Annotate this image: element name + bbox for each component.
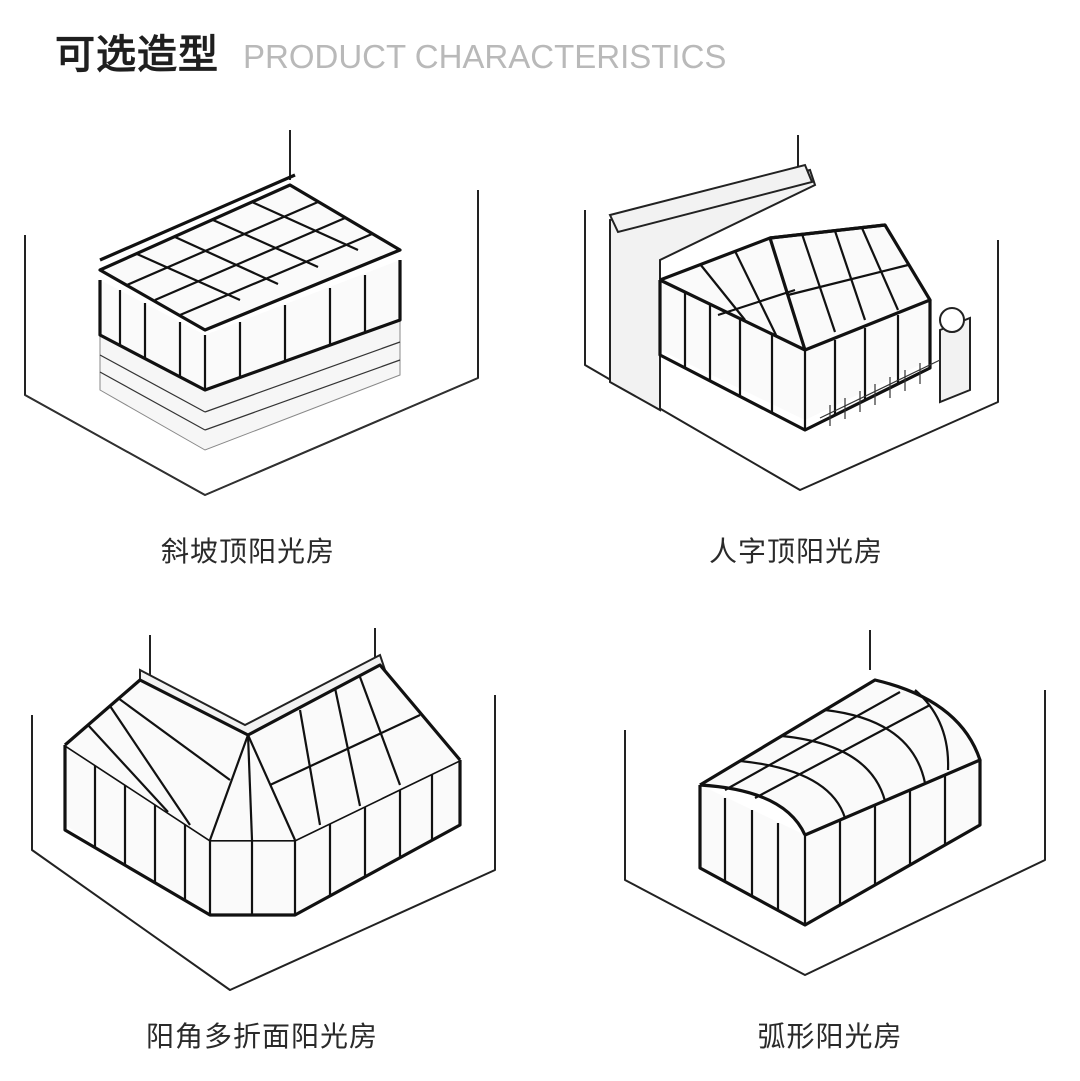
multi-fold-corner-sunroom-drawing: [31, 628, 496, 991]
product-label-curved-roof: 弧形阳光房: [757, 1020, 903, 1053]
product-card-curved-roof: 弧形阳光房: [540, 620, 1080, 1053]
sloped-roof-sunroom-drawing: [24, 130, 479, 496]
product-card-sloped-roof: 斜坡顶阳光房: [0, 120, 540, 568]
page-header: 可选造型 PRODUCT CHARACTERISTICS: [55, 22, 726, 80]
product-label-sloped-roof: 斜坡顶阳光房: [160, 535, 336, 568]
curved-roof-sunroom-drawing: [624, 630, 1046, 976]
page-title: 可选造型: [55, 32, 219, 78]
page-subtitle: PRODUCT CHARACTERISTICS: [243, 38, 727, 75]
product-label-gable-roof: 人字顶阳光房: [708, 535, 884, 568]
gable-roof-sunroom-drawing: [584, 135, 999, 491]
product-card-multi-fold-corner: 阳角多折面阳光房: [0, 620, 540, 1053]
product-card-gable-roof: 人字顶阳光房: [540, 120, 1080, 568]
product-label-multi-fold-corner: 阳角多折面阳光房: [145, 1020, 379, 1053]
